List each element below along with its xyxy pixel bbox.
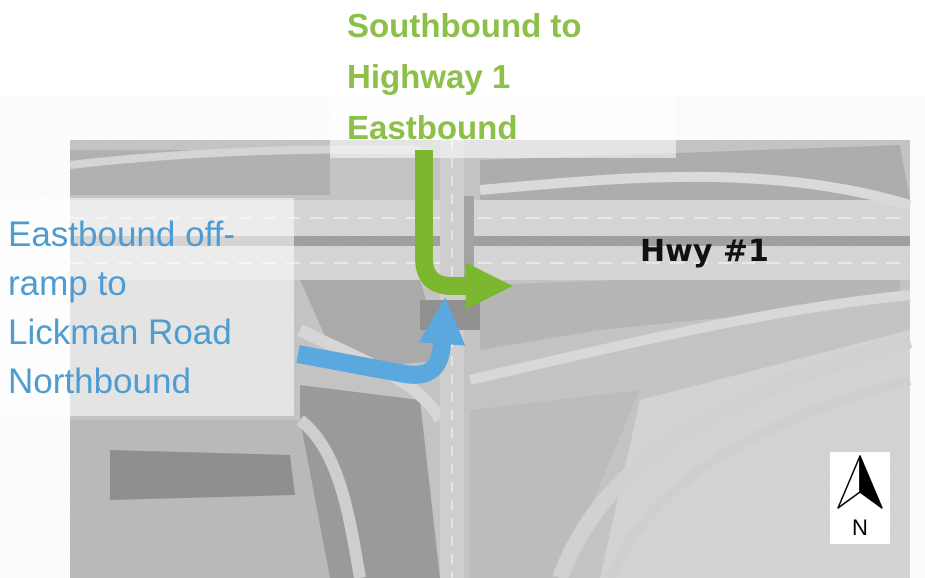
north-letter: N bbox=[852, 515, 868, 540]
north-arrow: N bbox=[830, 452, 890, 544]
green-label-line-3: Eastbound bbox=[347, 109, 518, 146]
green-label-line-1: Southbound to bbox=[347, 7, 582, 44]
green-label-line-2: Highway 1 bbox=[347, 58, 511, 95]
north-arrow-icon bbox=[837, 455, 883, 509]
green-label-box bbox=[330, 0, 676, 158]
blue-label-line-1: Eastbound off- bbox=[8, 215, 236, 254]
blue-label-line-2: ramp to bbox=[8, 264, 127, 303]
blue-label-line-3: Lickman Road bbox=[8, 313, 232, 352]
blue-route-arrow bbox=[296, 297, 466, 384]
blue-route-label: Eastbound off- ramp to Lickman Road Nort… bbox=[8, 210, 235, 406]
blue-label-box bbox=[0, 198, 294, 416]
green-route-label: Southbound to Highway 1 Eastbound bbox=[347, 0, 582, 153]
highway-label: Hwy #1 bbox=[640, 234, 769, 269]
blue-label-line-4: Northbound bbox=[8, 362, 191, 401]
green-route-arrow bbox=[415, 150, 513, 310]
